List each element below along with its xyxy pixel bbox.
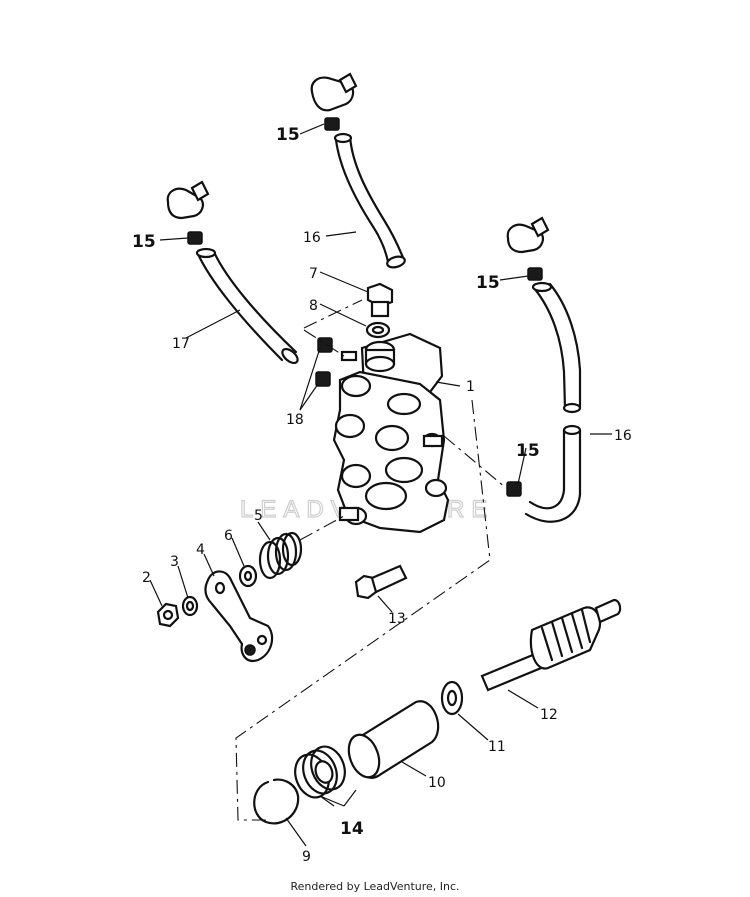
callout-14: 14 bbox=[340, 819, 364, 839]
washer-11 bbox=[440, 680, 464, 716]
leader-lines bbox=[149, 123, 612, 847]
callout-2: 2 bbox=[142, 570, 151, 586]
callout-3: 3 bbox=[170, 554, 179, 570]
fitting-right-top bbox=[506, 216, 550, 281]
callout-15-center: 15 bbox=[276, 125, 300, 145]
banjo-bolt-7 bbox=[366, 282, 394, 318]
hose-16-upper bbox=[333, 132, 406, 269]
washer-8 bbox=[365, 321, 391, 339]
bushing-10 bbox=[347, 700, 440, 779]
hose-right-upper bbox=[531, 281, 582, 414]
drive-gear-shaft-12 bbox=[480, 598, 622, 692]
callout-16-upper: 16 bbox=[303, 230, 321, 246]
hose-16-lower bbox=[506, 424, 582, 523]
callout-15-lower: 15 bbox=[516, 441, 540, 461]
callout-15-left: 15 bbox=[132, 232, 156, 252]
hose-17 bbox=[195, 247, 299, 365]
callout-15-right: 15 bbox=[476, 273, 500, 293]
pump-lever-4 bbox=[204, 570, 274, 662]
oil-seals-14 bbox=[294, 745, 346, 799]
callout-4: 4 bbox=[196, 542, 205, 558]
callout-5: 5 bbox=[254, 508, 263, 524]
oil-pump-body bbox=[332, 332, 450, 534]
callout-6: 6 bbox=[224, 528, 233, 544]
callout-7: 7 bbox=[309, 266, 318, 282]
callout-8: 8 bbox=[309, 298, 318, 314]
callout-11: 11 bbox=[488, 739, 506, 755]
callout-13: 13 bbox=[388, 611, 406, 627]
footer-credit: Rendered by LeadVenture, Inc. bbox=[290, 880, 459, 893]
circlip-9 bbox=[253, 778, 300, 825]
callout-10: 10 bbox=[428, 775, 446, 791]
washer-6 bbox=[238, 564, 258, 588]
clips-18 bbox=[315, 337, 333, 387]
alignment-lines bbox=[235, 299, 507, 821]
callout-9: 9 bbox=[302, 849, 311, 865]
nut-2 bbox=[156, 602, 180, 628]
fitting-center-top bbox=[310, 72, 358, 131]
fitting-left-top bbox=[166, 180, 210, 245]
callout-1: 1 bbox=[466, 379, 475, 395]
callout-18: 18 bbox=[286, 412, 304, 428]
callout-17: 17 bbox=[172, 336, 190, 352]
spring-5 bbox=[258, 531, 303, 580]
washer-3 bbox=[181, 595, 199, 617]
bolt-13 bbox=[354, 564, 408, 600]
callout-12: 12 bbox=[540, 707, 558, 723]
callout-16-right: 16 bbox=[614, 428, 632, 444]
